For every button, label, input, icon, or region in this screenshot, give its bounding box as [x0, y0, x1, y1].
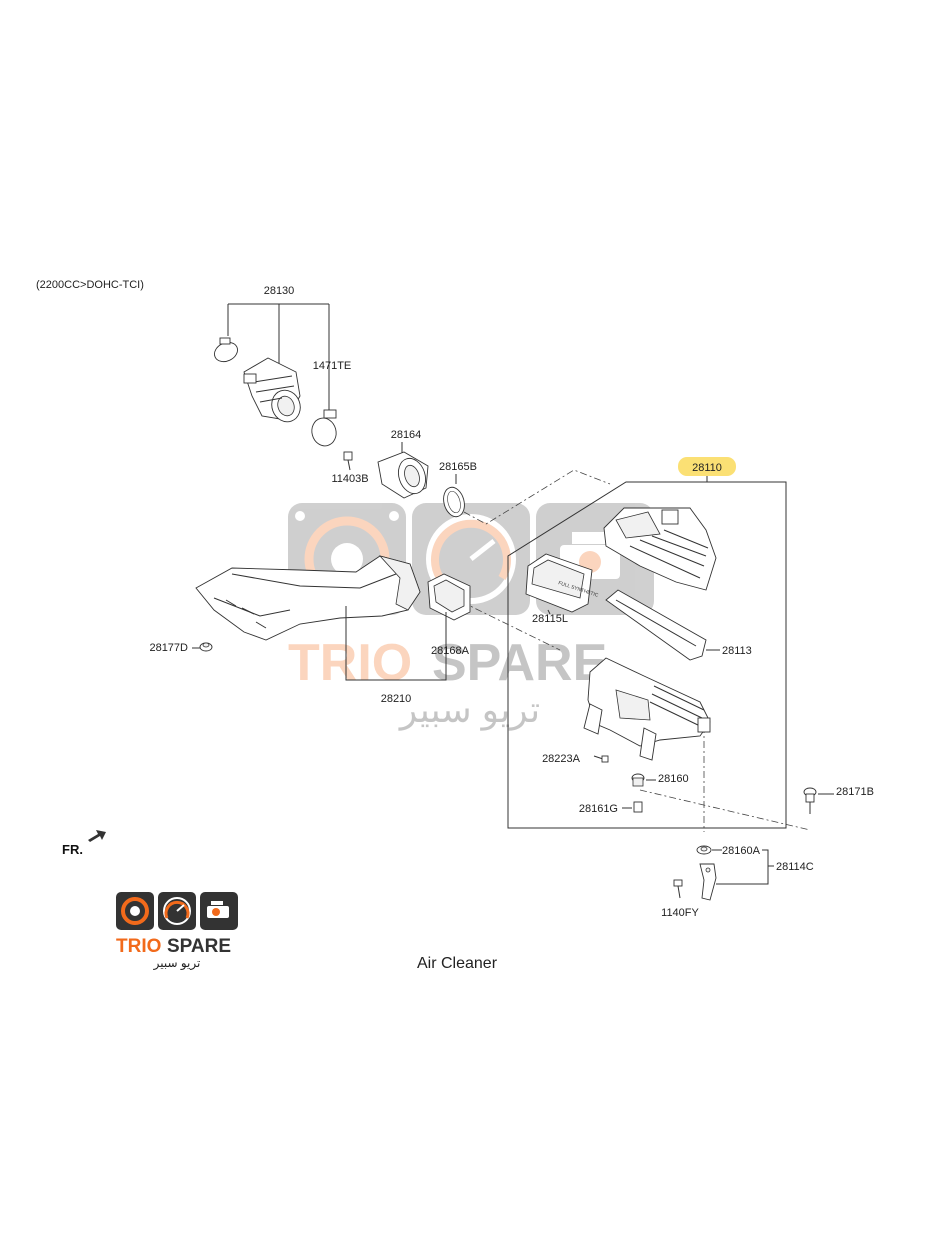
grommet-28160: [631, 773, 645, 787]
intake-hose-28130: [243, 357, 301, 423]
bracket-28114C: [699, 863, 717, 901]
front-direction-label: FR.: [62, 842, 83, 857]
assembly-line-3: [639, 789, 811, 831]
air-cleaner-body: [583, 657, 711, 761]
label-28177D: 28177D: [149, 642, 188, 654]
assembly-frame-28110: [507, 481, 787, 829]
bolt-28171B: [803, 787, 817, 814]
label-28130: 28130: [264, 285, 295, 297]
label-28165B: 28165B: [439, 461, 477, 473]
leader-28115L: [547, 609, 551, 615]
label-28210: 28210: [381, 693, 412, 705]
screw-28223A: [593, 755, 609, 763]
brand-arabic: تريو سبير: [153, 956, 201, 971]
engine-note: (2200CC>DOHC-TCI): [36, 279, 144, 291]
logo-wheel-icon: [116, 892, 154, 930]
label-1140FY: 1140FY: [661, 907, 699, 919]
air-duct-28210: [195, 555, 421, 641]
label-28114C: 28114C: [776, 861, 814, 873]
callout-28210: [345, 606, 447, 681]
brand-logo: TRIO SPARE تريو سبير: [116, 892, 238, 971]
label-28113: 28113: [722, 645, 752, 657]
label-28168A: 28168A: [431, 645, 470, 657]
bolt-1140FY: [673, 879, 683, 899]
label-1471TE: 1471TE: [313, 360, 352, 372]
filter-element-28115L: FULL SYNTHETIC: [525, 553, 599, 613]
front-arrow-icon: [88, 830, 106, 842]
label-28160A: 28160A: [722, 845, 761, 857]
brand-name-b: SPARE: [167, 936, 231, 957]
label-28161G: 28161G: [579, 803, 618, 815]
o-ring-28165B: [443, 486, 465, 518]
logo-engine-icon: [200, 892, 238, 930]
seal-28113: [605, 589, 707, 661]
hose-clamp-small: [214, 337, 238, 363]
label-28171B: 28171B: [836, 786, 874, 798]
gasket-28168A: [427, 573, 471, 621]
diagram-caption: Air Cleaner: [417, 955, 498, 972]
bolt-11403B: [343, 451, 353, 471]
label-28223A: 28223A: [542, 753, 581, 765]
washer-28160A: [696, 845, 712, 855]
callout-28130: [227, 303, 330, 410]
callout-28114C: [716, 849, 774, 885]
label-11403B: 11403B: [331, 473, 368, 485]
watermark-arabic: تريو سبير: [398, 689, 540, 731]
collar-28161G: [633, 801, 643, 813]
sensor-housing-28164: [377, 451, 429, 499]
label-28164: 28164: [391, 429, 422, 441]
label-28160: 28160: [658, 773, 689, 785]
hose-clamp-1471TE: [311, 409, 337, 447]
label-28110: 28110: [692, 462, 722, 474]
assembly-line-2: [461, 601, 561, 651]
highlight-28110: [678, 457, 736, 476]
label-28115L: 28115L: [532, 613, 568, 625]
grommet-28177D: [199, 642, 213, 652]
watermark-name-b: SPARE: [432, 634, 607, 692]
assembly-line-1: [463, 469, 611, 525]
brand-name-a: TRIO: [116, 936, 161, 957]
watermark-name-a: TRIO: [288, 634, 412, 692]
logo-gauge-icon: [158, 892, 196, 930]
air-cleaner-cover: [603, 507, 717, 591]
